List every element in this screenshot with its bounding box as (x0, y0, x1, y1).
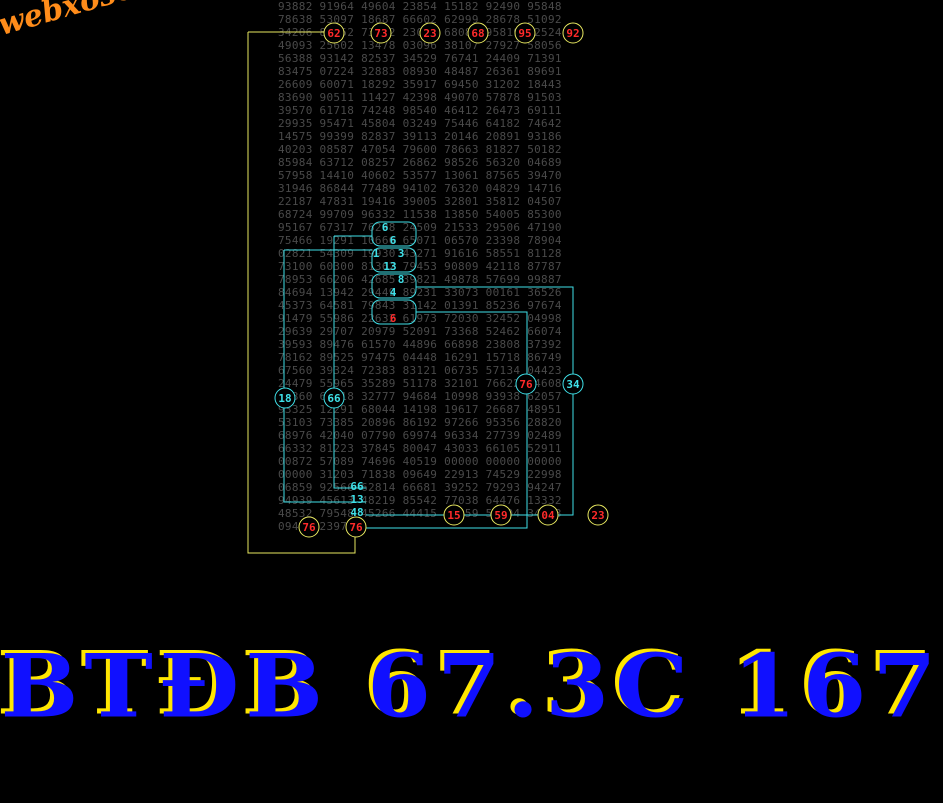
red-number-mark: 04 (541, 509, 555, 522)
yellow-circle-marker (587, 504, 609, 526)
cyan-circle-marker (562, 373, 584, 395)
cyan-highlight-box (371, 299, 417, 325)
yellow-circle-marker (370, 22, 392, 44)
grid-row: 75466 19291 10666 65071 06570 23398 7890… (278, 234, 562, 247)
yellow-circle-marker (443, 504, 465, 526)
grid-row: 83690 90511 11427 42398 49070 57878 9150… (278, 91, 562, 104)
cyan-number-mark: 34 (566, 378, 580, 391)
grid-row: 85984 63712 08257 26862 98526 56320 0468… (278, 156, 562, 169)
grid-row: 67560 39324 72383 83121 06735 57134 0442… (278, 364, 562, 377)
grid-row: 00000 31203 71838 09649 22913 74529 2299… (278, 468, 562, 481)
red-number-mark: 92 (566, 27, 579, 40)
red-number-mark: 95 (518, 27, 531, 40)
grid-row: 06859 92566 62814 66681 39252 79293 9424… (278, 481, 562, 494)
cyan-highlight-box (371, 247, 417, 273)
grid-row: 39593 89476 61570 44896 66898 23808 3739… (278, 338, 562, 351)
yellow-circle-marker (490, 504, 512, 526)
number-grid: 93882 91964 49604 23854 15182 92490 9584… (278, 0, 562, 533)
grid-row: 93325 12291 68044 14198 19617 26687 4895… (278, 403, 562, 416)
cyan-number-mark: 76 (519, 378, 533, 391)
grid-row: 45373 64581 79843 31142 01391 85236 9767… (278, 299, 562, 312)
cyan-path-line (366, 286, 574, 516)
grid-row: 93882 91964 49604 23854 15182 92490 9584… (278, 0, 562, 13)
cyan-circle-marker (274, 387, 296, 409)
grid-row: 29639 29707 20979 52091 73368 52462 6607… (278, 325, 562, 338)
red-number-mark: 23 (423, 27, 436, 40)
cyan-number-mark: 48 (350, 506, 363, 519)
grid-row: 14575 99399 82837 39113 20146 20891 9318… (278, 130, 562, 143)
grid-row: 95167 67317 76298 24509 21533 29506 4719… (278, 221, 562, 234)
grid-row: 78953 66206 42685 39821 49878 57699 9988… (278, 273, 562, 286)
grid-row: 68724 99709 96332 11538 13850 54005 8530… (278, 208, 562, 221)
grid-row: 94939 45613 48219 85542 77038 64476 1333… (278, 494, 562, 507)
cyan-path-line (283, 250, 366, 503)
yellow-circle-marker (419, 22, 441, 44)
red-number-mark: 68 (471, 27, 484, 40)
cyan-number-mark: 18 (278, 392, 291, 405)
red-number-mark: 23 (591, 509, 604, 522)
grid-row: 66332 81223 37845 80047 43033 66105 5291… (278, 442, 562, 455)
cyan-circle-marker (515, 373, 537, 395)
yellow-circle-marker (514, 22, 536, 44)
grid-row: 91479 55986 22632 61973 72030 32452 0499… (278, 312, 562, 325)
yellow-circle-marker (298, 516, 320, 538)
cyan-number-mark: 3 (398, 247, 405, 260)
red-number-mark: 59 (494, 509, 507, 522)
grid-row: 39570 61718 74248 98540 46412 26473 6911… (278, 104, 562, 117)
grid-row: 56388 93142 82537 34529 76741 24409 7139… (278, 52, 562, 65)
yellow-circle-marker (345, 516, 367, 538)
cyan-path-line (333, 236, 366, 489)
grid-row: 00872 57089 74696 40519 00000 00000 0000… (278, 455, 562, 468)
grid-row: 68976 42040 07790 69974 96334 27739 0248… (278, 429, 562, 442)
headline-banner: BTĐB 67.3C 167 (0, 634, 943, 738)
yellow-circle-marker (467, 22, 489, 44)
cyan-highlight-box (371, 273, 417, 299)
red-number-mark: 76 (302, 521, 316, 534)
grid-row: 83475 07224 32883 08930 48487 26361 8969… (278, 65, 562, 78)
red-number-mark: 62 (327, 27, 340, 40)
grid-row: 26609 60071 18292 35917 69450 31202 1844… (278, 78, 562, 91)
yellow-circle-marker (562, 22, 584, 44)
cyan-number-mark: 13 (383, 260, 396, 273)
red-number-mark: 15 (447, 509, 460, 522)
cyan-number-mark: 8 (398, 273, 405, 286)
cyan-highlight-box (371, 221, 417, 247)
cyan-circle-marker (323, 387, 345, 409)
cyan-number-mark: 66 (327, 392, 341, 405)
red-number-mark: 76 (349, 521, 363, 534)
yellow-circle-marker (537, 504, 559, 526)
grid-row: 53103 73385 20896 86192 97266 95356 2882… (278, 416, 562, 429)
cyan-number-mark: 13 (350, 493, 363, 506)
cyan-path-line (366, 311, 528, 529)
grid-row: 84694 13942 29449 89231 33073 00161 3652… (278, 286, 562, 299)
yellow-circle-marker (323, 22, 345, 44)
yellow-frame-line (247, 32, 356, 554)
grid-row: 78162 89525 97475 04448 16291 15718 8674… (278, 351, 562, 364)
grid-row: 40203 08587 47054 79600 78663 81827 5018… (278, 143, 562, 156)
red-number-mark: 6 (390, 312, 397, 325)
cyan-number-mark: 66 (350, 480, 364, 493)
grid-row: 29935 95471 45804 03249 75446 64182 7464… (278, 117, 562, 130)
cyan-number-mark: 6 (382, 221, 389, 234)
grid-row: 73100 60300 81362 79453 90809 42118 8778… (278, 260, 562, 273)
grid-row: 31946 86844 77489 94102 76320 04829 1471… (278, 182, 562, 195)
cyan-number-mark: 6 (390, 234, 397, 247)
grid-row: 22187 47831 19416 39005 32801 35812 0450… (278, 195, 562, 208)
cyan-number-mark: 4 (390, 286, 397, 299)
grid-row: 24479 55965 35289 51178 32101 76622 3460… (278, 377, 562, 390)
grid-row: 57958 14410 40602 53577 13061 87565 3947… (278, 169, 562, 182)
cyan-number-mark: 1 (373, 247, 380, 260)
red-number-mark: 73 (374, 27, 387, 40)
